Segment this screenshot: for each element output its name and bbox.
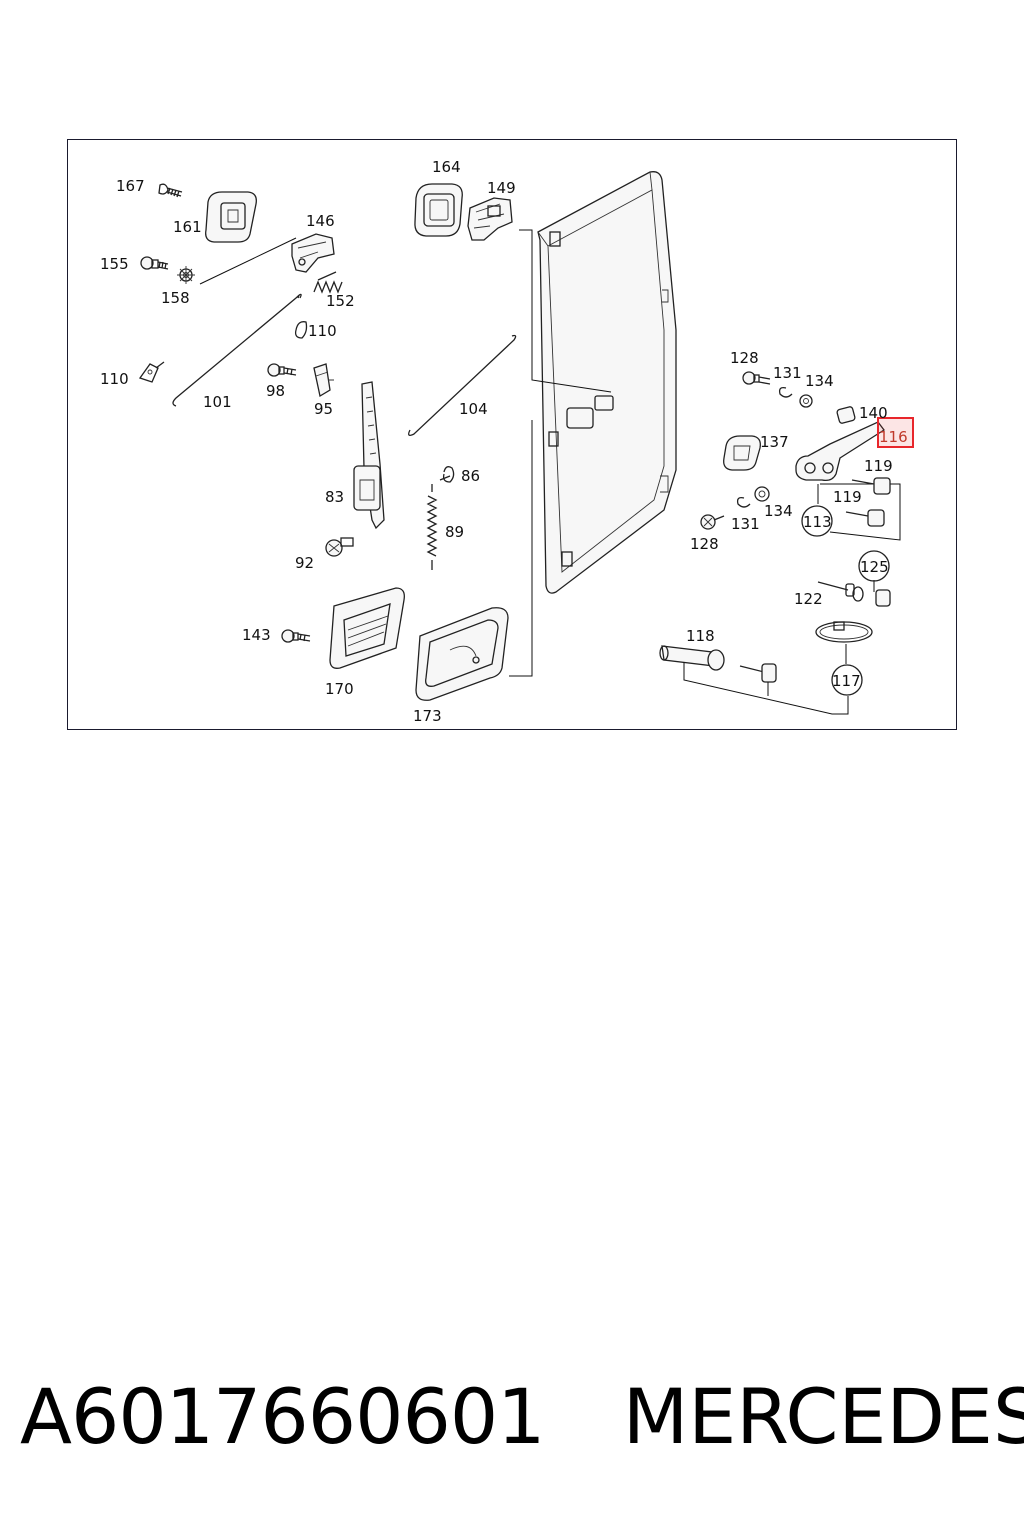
callout-circle-113 <box>801 505 833 537</box>
part-101-rod <box>172 293 302 407</box>
part-caption: A6017660601 MERCEDES <box>20 1372 1024 1482</box>
callout-128-upper: 128 <box>730 349 759 367</box>
part-122-key <box>817 581 891 607</box>
callout-161: 161 <box>173 218 202 236</box>
part-167-screw <box>158 183 183 198</box>
part-119-key-lower <box>845 509 885 527</box>
callout-110-left: 110 <box>100 370 129 388</box>
leader-117-lock <box>683 662 849 715</box>
callout-118: 118 <box>686 627 715 645</box>
callout-134-upper: 134 <box>805 372 834 390</box>
callout-89: 89 <box>445 523 464 541</box>
part-143-bolt <box>281 629 311 643</box>
callout-131-upper: 131 <box>773 364 802 382</box>
exploded-parts-diagram: 167 161 164 149 146 155 158 152 110 110 … <box>100 158 914 725</box>
callout-98: 98 <box>266 382 285 400</box>
part-161-handle-bezel <box>205 191 257 243</box>
callout-143: 143 <box>242 626 271 644</box>
rear-door-panel <box>537 171 677 594</box>
brand-name: MERCEDES <box>622 1372 1024 1461</box>
part-117-ring <box>815 621 873 643</box>
callout-113: 113 <box>803 513 832 531</box>
callout-101: 101 <box>203 393 232 411</box>
part-86-clip <box>439 466 455 483</box>
callout-circle-125 <box>858 550 890 582</box>
part-155-bolt <box>140 256 169 270</box>
callout-140: 140 <box>859 404 888 422</box>
part-140-pad <box>836 406 856 424</box>
part-89-spring <box>426 484 438 570</box>
callout-95: 95 <box>314 400 333 418</box>
part-134-washer-lower <box>754 486 770 502</box>
part-137-gasket <box>723 435 761 471</box>
part-128-bolt-lower <box>700 514 725 530</box>
callout-116: 116 <box>879 428 908 446</box>
part-98-bolt <box>267 363 297 377</box>
callout-167: 167 <box>116 177 145 195</box>
part-118-lock-cylinder <box>659 645 777 683</box>
callout-170: 170 <box>325 680 354 698</box>
part-146-latch <box>291 233 335 273</box>
callout-86: 86 <box>461 467 480 485</box>
callout-122: 122 <box>794 590 823 608</box>
callout-110-upper: 110 <box>308 322 337 340</box>
callout-125: 125 <box>860 558 889 576</box>
part-95-bracket <box>313 363 334 398</box>
callout-117: 117 <box>832 672 861 690</box>
callout-164: 164 <box>432 158 461 176</box>
callout-circle-117 <box>831 664 863 696</box>
leader-113-bracket <box>820 483 901 541</box>
part-152-spring <box>313 271 343 294</box>
part-164-frame <box>414 183 463 237</box>
door-guide-lines <box>509 229 612 677</box>
callout-155: 155 <box>100 255 129 273</box>
part-119-key-upper <box>851 477 891 495</box>
part-104-rod <box>408 334 517 436</box>
part-131-spring-washer-upper <box>778 386 793 398</box>
part-173-cover <box>415 607 509 701</box>
highlight-box-116 <box>877 417 914 448</box>
part-110-clip-left <box>138 361 165 383</box>
callout-134-lower: 134 <box>764 502 793 520</box>
part-131-spring-washer-lower <box>736 496 751 508</box>
callout-158: 158 <box>161 289 190 307</box>
callout-137: 137 <box>760 433 789 451</box>
callout-92: 92 <box>295 554 314 572</box>
callout-128-lower: 128 <box>690 535 719 553</box>
part-83-lock-bracket <box>353 381 385 530</box>
callout-173: 173 <box>413 707 442 725</box>
part-92-bolt <box>325 537 354 557</box>
part-110-clip-upper <box>294 321 308 339</box>
callout-146: 146 <box>306 212 335 230</box>
part-158-star-washer <box>177 266 195 284</box>
part-128-bolt-upper <box>742 371 771 385</box>
part-134-washer-upper <box>799 394 813 408</box>
callout-119-lower: 119 <box>833 488 862 506</box>
callout-149: 149 <box>487 179 516 197</box>
part-170-vent-grille <box>329 587 405 669</box>
callout-104: 104 <box>459 400 488 418</box>
callout-83: 83 <box>325 488 344 506</box>
parts-diagram-frame <box>67 139 957 730</box>
part-116-handle-arm <box>795 421 885 482</box>
callout-131-lower: 131 <box>731 515 760 533</box>
callout-119-upper: 119 <box>864 457 893 475</box>
part-149-latch <box>467 197 513 241</box>
leader-161-146 <box>199 237 297 285</box>
callout-152: 152 <box>326 292 355 310</box>
part-number: A6017660601 <box>20 1372 546 1461</box>
